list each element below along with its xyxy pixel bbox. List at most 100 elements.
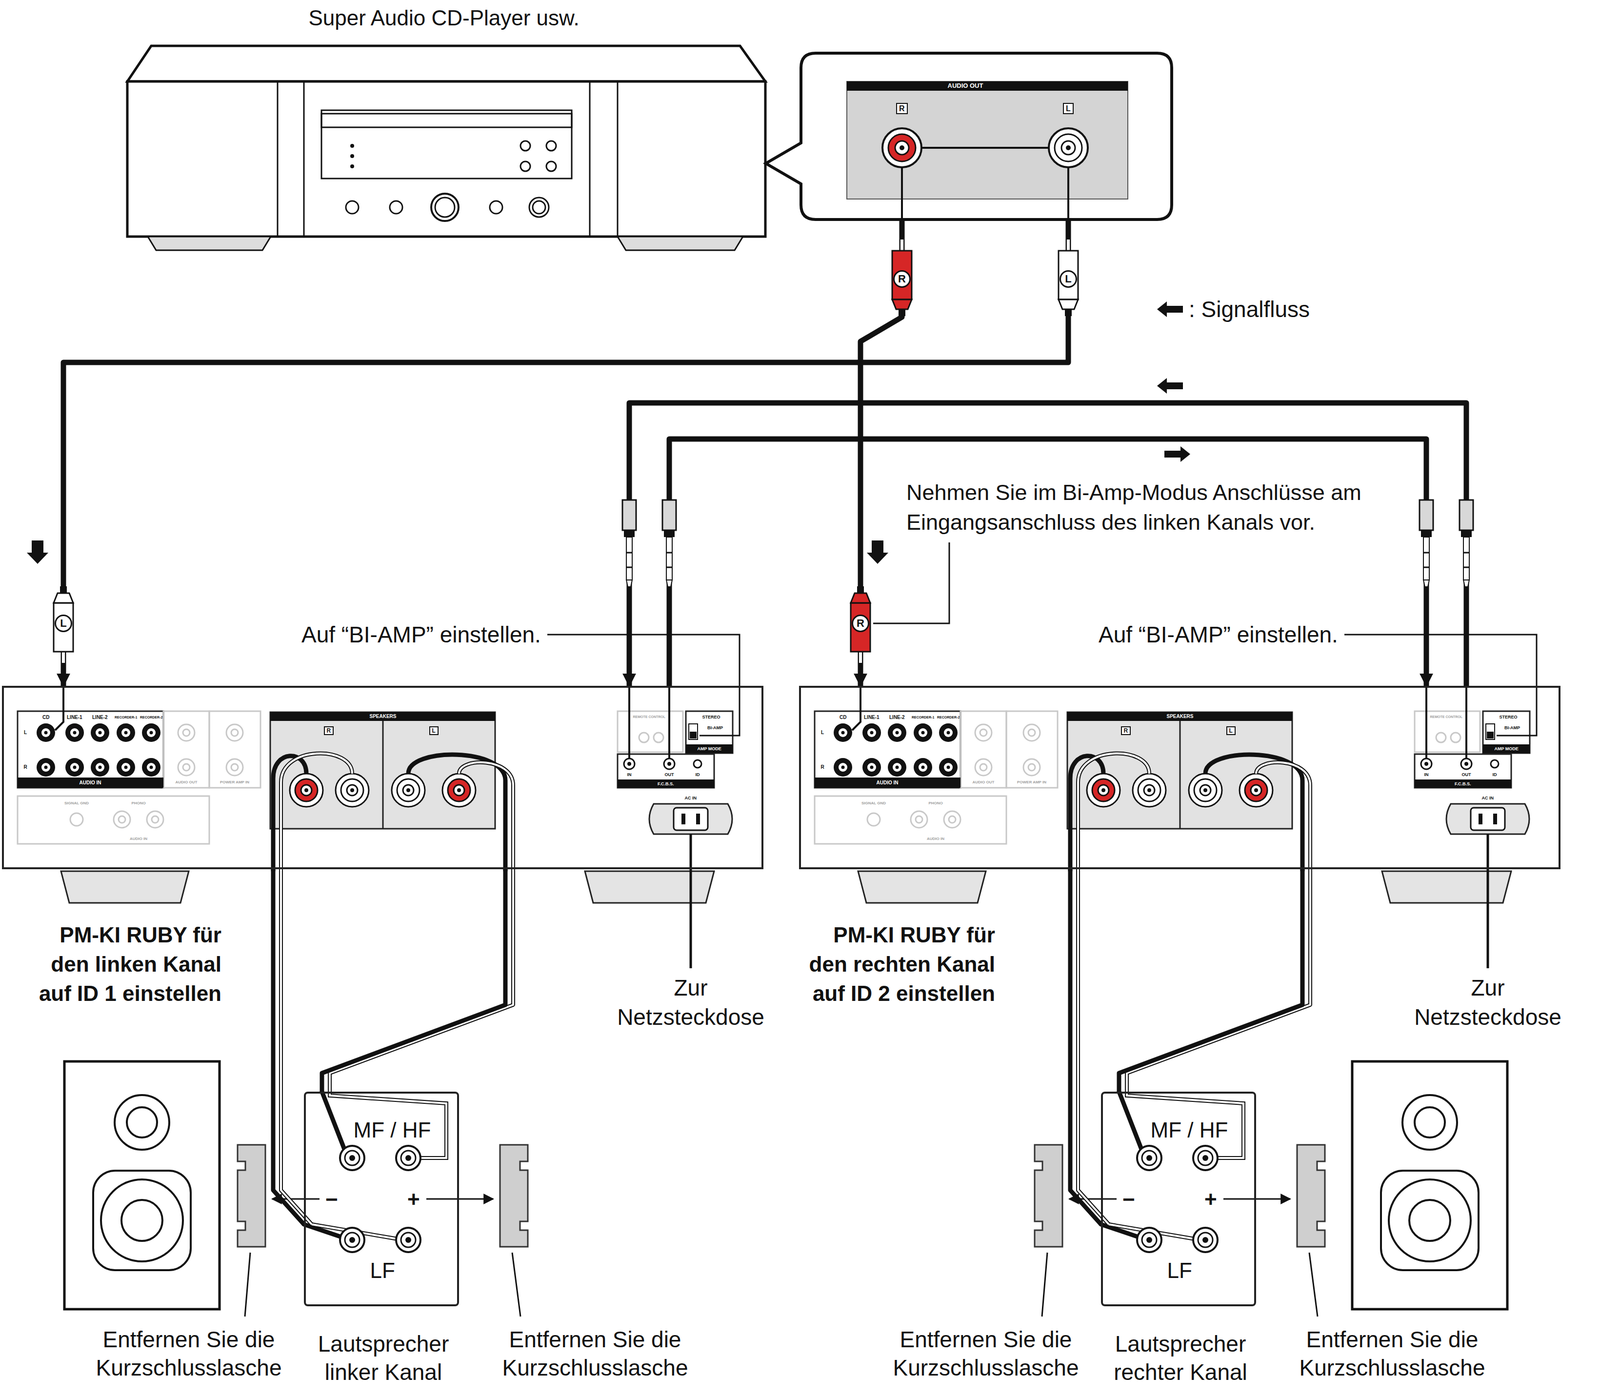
cd-player-drawing — [520, 161, 531, 172]
device-heading: PM-KI RUBY für den linken Kanal auf ID 1… — [26, 920, 222, 1009]
cd-player-drawing — [520, 140, 531, 151]
pin-label: L — [1062, 102, 1074, 115]
cd-player-drawing — [127, 81, 766, 237]
pin-label: R — [1120, 726, 1132, 736]
companion-wire — [280, 869, 312, 1225]
terminal-label: MF / HF — [1150, 1117, 1229, 1143]
note: Entfernen Sie die Kurzschlusslasche — [1294, 1325, 1490, 1382]
polarity-sign: + — [407, 1186, 420, 1213]
rca-plug — [850, 586, 871, 664]
callout-bubble — [1065, 145, 1071, 151]
cd-player-drawing — [431, 193, 459, 221]
panel-label: BI-AMP — [1504, 725, 1520, 731]
callout-bubble — [1048, 128, 1088, 168]
cd-player-drawing — [350, 164, 355, 169]
note: Nehmen Sie im Bi-Amp-Modus Anschlüsse am… — [906, 477, 1375, 538]
fcbs-plug — [622, 500, 637, 587]
panel-label-grey: PHONO — [131, 800, 146, 806]
panel-label-grey: AUDIO OUT — [972, 780, 995, 785]
cd-player-drawing — [350, 154, 355, 159]
panel-label-inverse: AUDIO IN — [876, 780, 899, 786]
pin-label: R — [896, 102, 908, 115]
speaker-terminal — [1137, 1145, 1218, 1253]
panel-label: AC IN — [1481, 795, 1495, 801]
panel-label-inverse: AUDIO IN — [79, 780, 102, 786]
panel-label: BI-AMP — [707, 725, 723, 731]
panel-label-inverse: SPEAKERS — [369, 713, 397, 720]
panel-label-grey: REMOTE CONTROL — [633, 715, 666, 720]
cd-player-drawing — [127, 45, 766, 82]
panel-label: OUT — [664, 772, 675, 778]
panel-label-grey: AUDIO OUT — [175, 780, 198, 785]
rca-plug — [850, 586, 871, 664]
connector-line — [63, 219, 1069, 686]
cd-player-drawing — [345, 200, 359, 214]
connector-line — [321, 869, 506, 1092]
panel-label-inverse: AMP MODE — [1494, 746, 1519, 752]
panel-label: STEREO — [702, 714, 721, 720]
callout-bubble — [1054, 134, 1082, 162]
panel-label-grey: AUDIO IN — [129, 836, 148, 842]
panel-label-grey: SIGNAL GND — [861, 800, 886, 806]
connector-line — [1119, 869, 1303, 1092]
fcbs-plug — [662, 500, 677, 587]
panel-label: CD — [42, 714, 50, 721]
cd-player-drawing — [147, 236, 271, 251]
pin-label: L — [429, 726, 439, 736]
speaker-cabinet — [1352, 1061, 1508, 1310]
connector-line — [1070, 869, 1101, 1225]
signal-cable — [629, 402, 1467, 686]
panel-label: ID — [1492, 772, 1498, 778]
callout-bubble — [846, 81, 1128, 91]
callout-bubble — [846, 81, 1128, 200]
connector-line — [273, 869, 304, 1225]
panel-label-inverse: F.C.B.S. — [657, 781, 675, 787]
callout-bubble — [895, 140, 909, 155]
panel-label: OUT — [1461, 772, 1472, 778]
legend-text: : Signalfluss — [1188, 296, 1310, 323]
companion-wire — [1078, 869, 1109, 1225]
plug-label: L — [54, 614, 73, 633]
panel-label: LINE-1 — [863, 714, 880, 721]
note: Entfernen Sie die Kurzschlusslasche — [91, 1325, 287, 1382]
companion-wire — [1078, 869, 1109, 1225]
legend-sample — [1157, 301, 1183, 318]
panel-label: RECORDER-1 — [114, 715, 138, 720]
plug-label: L — [1059, 270, 1078, 288]
speaker-caption: Lautsprecher rechter Kanal — [1102, 1329, 1259, 1387]
panel-label-inverse: AMP MODE — [697, 746, 722, 752]
callout-bubble — [888, 134, 916, 162]
terminal-label: LF — [1167, 1257, 1193, 1284]
plug-label: R — [893, 270, 911, 288]
panel-label: R — [820, 764, 825, 771]
amplifier: PM-KI RUBY für den rechten Kanal auf ID … — [799, 685, 1561, 870]
polarity-sign: − — [1122, 1186, 1136, 1213]
panel-label-grey: POWER AMP IN — [220, 780, 250, 785]
signal-arrow — [1164, 446, 1191, 462]
speaker-wire — [1070, 869, 1109, 1225]
cd-player-drawing — [435, 197, 455, 218]
panel-label: LINE-1 — [66, 714, 83, 721]
speaker-wire — [1119, 869, 1311, 1092]
note: Entfernen Sie die Kurzschlusslasche — [888, 1325, 1084, 1382]
panel-heading: AUDIO OUT — [947, 81, 984, 90]
cd-player-drawing — [321, 113, 572, 128]
cd-player-drawing — [389, 200, 403, 214]
signal-arrow — [866, 540, 889, 564]
signal-cable — [63, 219, 1069, 686]
callout-panel: AUDIO OUT — [800, 53, 1172, 220]
fcbs-plug — [1419, 500, 1434, 587]
cd-player-drawing — [127, 45, 766, 251]
panel-label: IN — [1424, 772, 1429, 778]
terminal-label: LF — [370, 1257, 396, 1284]
callout-bubble — [765, 53, 1172, 220]
polarity-sign: − — [325, 1186, 339, 1213]
speaker-terminal — [340, 1145, 365, 1171]
amplifier: PM-KI RUBY für den linken Kanal auf ID 1… — [1, 685, 764, 870]
panel-label: L — [23, 729, 27, 736]
panel-label: CD — [839, 714, 847, 721]
note: Auf “BI-AMP” einstellen. — [1098, 621, 1339, 649]
callout-bubble — [921, 146, 1049, 149]
cd-player-drawing — [321, 110, 572, 179]
